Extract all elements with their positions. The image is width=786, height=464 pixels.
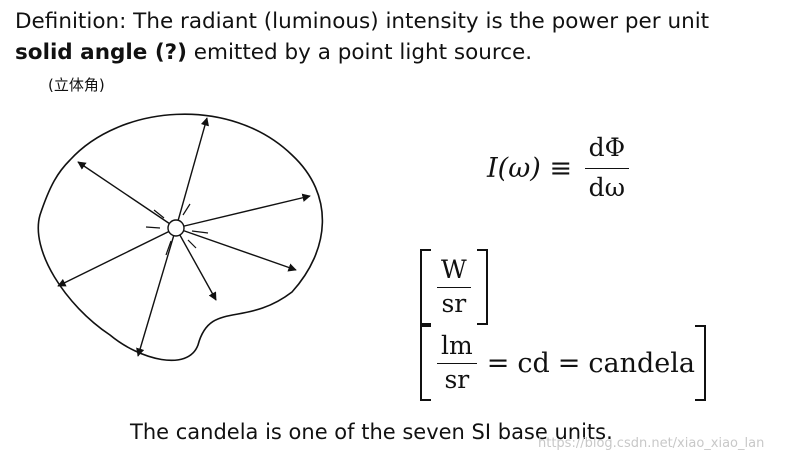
definition-line-2: solid angle (?) emitted by a point light…: [15, 37, 709, 68]
ray-down: [136, 227, 177, 357]
ray-upper-right: [175, 193, 311, 229]
watt-per-sr-bracket: W sr: [420, 249, 488, 325]
intensity-formula: I(ω) ≡ dΦ dω: [487, 133, 633, 203]
lumen-per-sr-bracket: lm sr = cd = candela: [420, 325, 706, 401]
unit-w: W: [437, 255, 471, 288]
ray-up: [175, 117, 209, 229]
unit-candela: candela: [588, 347, 695, 379]
definition-line-1: Definition: The radiant (luminous) inten…: [15, 9, 710, 34]
emission-rays: [57, 117, 311, 357]
ray-lower-left: [57, 227, 177, 287]
definition-text: Definition: The radiant (luminous) inten…: [15, 6, 709, 68]
definition-line-2-rest: emitted by a point light source.: [186, 40, 533, 65]
volume-boundary: [37, 113, 324, 362]
unit-sr-2: sr: [444, 364, 470, 394]
ray-upper-left: [77, 161, 177, 229]
watermark: https://blog.csdn.net/xiao_xiao_lan: [538, 436, 765, 451]
unit-sr-1: sr: [441, 288, 467, 318]
ray-down-right: [175, 227, 217, 301]
solid-angle-chinese-note: (立体角): [48, 76, 105, 94]
light-glow-ticks: [145, 203, 209, 256]
numerator-dphi: dΦ: [584, 133, 630, 169]
intensity-symbol: I(ω): [487, 152, 541, 184]
equals-sign-1: =: [486, 347, 510, 379]
unit-cd: cd: [517, 347, 550, 379]
intensity-fraction: dΦ dω: [584, 133, 630, 203]
point-light-source-diagram: [37, 113, 324, 362]
equals-sign-2: =: [557, 347, 581, 379]
solid-angle-term: solid angle (?): [15, 40, 187, 65]
identity-sign: ≡: [549, 152, 572, 184]
footer-text: The candela is one of the seven SI base …: [130, 420, 613, 444]
point-light-source: [167, 219, 185, 237]
denominator-domega: dω: [588, 172, 625, 202]
unit-formula: W sr lm sr = cd = candela: [420, 249, 786, 401]
ray-lower-right: [175, 227, 297, 272]
unit-lm: lm: [437, 331, 477, 364]
